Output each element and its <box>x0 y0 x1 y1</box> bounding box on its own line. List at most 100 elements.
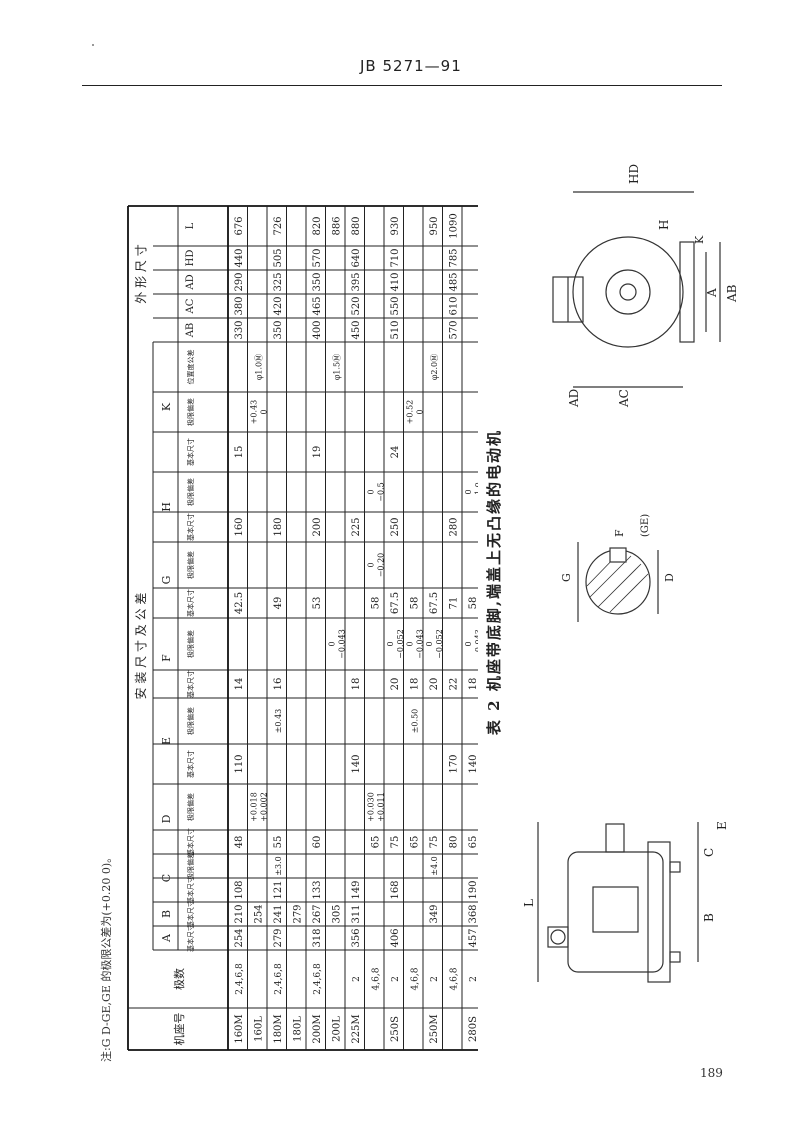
table-cell-E: 110 <box>234 754 245 773</box>
table-cell-C: 133 <box>312 880 323 899</box>
tolerance-H2: 0 <box>464 489 473 494</box>
table-cell-K: 24 <box>390 446 401 459</box>
table-cell-frame: 225M <box>351 1014 362 1043</box>
header-letter-K: K <box>160 402 173 411</box>
table-cell-K: 15 <box>234 446 245 459</box>
table-cell-G: 67.5 <box>390 592 401 614</box>
table-cell-AB: 570 <box>448 320 459 339</box>
table-note-text: 注:G D-GE,GE 的极限公差为(+0.20 0)。 <box>100 851 113 1062</box>
table-cell-AC: 465 <box>312 296 323 315</box>
table-cell-AB: 330 <box>234 320 245 339</box>
standard-number: JB 5271—91 <box>360 57 462 75</box>
table-cell-frame: 200L <box>331 1016 342 1042</box>
table-cell-frame: 250S <box>390 1016 401 1042</box>
dim-GE-label: (GE) <box>640 514 651 537</box>
table-cell-poles: 2,4,6,8 <box>274 963 284 995</box>
tolerance-P1: φ1.0Ⓜ <box>254 354 263 380</box>
table-cell-B: 254 <box>253 904 264 923</box>
table-cell-AB: 450 <box>351 320 362 339</box>
tolerance-F3: 0 <box>405 641 414 646</box>
table-cell-E: 170 <box>448 754 459 773</box>
header-base: 基本尺寸 <box>186 670 195 698</box>
table-cell-poles: 2 <box>430 976 440 982</box>
table-cell-frame: 180L <box>292 1016 303 1042</box>
header-base: 基本尺寸 <box>186 438 195 466</box>
dim-K-label: K <box>693 235 706 244</box>
motor-drawings: L B C E G D F (GE) <box>522 164 739 983</box>
dim-L-label: L <box>522 899 536 907</box>
table-cell-L: 676 <box>234 216 245 235</box>
table-cell-AC: 380 <box>234 296 245 315</box>
table-cell-HD: 570 <box>312 248 323 267</box>
tolerance-F3: −0.043 <box>415 629 424 659</box>
table-cell-poles: 2 <box>469 976 478 982</box>
header-AC: AC <box>185 298 196 314</box>
header-frame: 机座号 <box>172 1013 186 1046</box>
dim-G-label: G <box>560 573 573 582</box>
tolerance-F5: 0 <box>464 641 473 646</box>
table-cell-H: 180 <box>273 517 284 536</box>
table-cell-frame: 280S <box>468 1016 478 1042</box>
table-cell-AD: 350 <box>312 272 323 291</box>
table-cell-A: 318 <box>312 928 323 947</box>
header-letter-C: C <box>160 874 173 882</box>
header-base: 基本尺寸 <box>186 900 195 928</box>
table-cell-D: 65 <box>468 836 478 849</box>
table-cell-AC: 520 <box>351 296 362 315</box>
table-cell-HD: 505 <box>273 248 284 267</box>
table-cell-HD: 710 <box>390 248 401 267</box>
table-cell-AC: 420 <box>273 296 284 315</box>
tolerance-F2: 0 <box>386 641 395 646</box>
table-cell-G: 58 <box>409 597 420 610</box>
table-cell-C: 149 <box>351 880 362 899</box>
table-cell-G: 58 <box>468 597 478 610</box>
table-cell-frame: 250M <box>429 1014 440 1043</box>
table-cell-HD: 640 <box>351 248 362 267</box>
header-overall: 外 形 尺 寸 <box>134 244 148 303</box>
table-cell-A: 406 <box>390 928 401 947</box>
tolerance-K2: 0 <box>415 409 424 414</box>
table-cell-D: 65 <box>370 836 381 849</box>
table-cell-AB: 350 <box>273 320 284 339</box>
table-cell-B: 368 <box>468 904 478 923</box>
tolerance-H1: 0 <box>366 489 375 494</box>
header-rule <box>82 85 722 86</box>
table-cell-F: 14 <box>234 678 245 691</box>
dim-AC-label: AC <box>617 389 631 408</box>
tolerance-D2: +0.030 <box>366 792 375 822</box>
table-cell-poles: 2,4,6,8 <box>235 963 245 995</box>
dim-H-label: H <box>657 220 671 230</box>
header-base: 基本尺寸 <box>186 513 195 541</box>
table-cell-H: 225 <box>351 517 362 536</box>
table-cell-B: 241 <box>273 904 284 923</box>
table-cell-B: 279 <box>292 904 303 923</box>
tolerance-E1: ±0.43 <box>274 709 283 734</box>
shaft-section: G D F (GE) <box>560 514 676 622</box>
header-AD: AD <box>185 274 196 290</box>
table-cell-H: 200 <box>312 517 323 536</box>
table-cell-G: 49 <box>273 597 284 610</box>
tolerance-F1: −0.043 <box>337 629 346 659</box>
table-cell-D: 75 <box>429 836 440 849</box>
dim-B-label: B <box>702 913 716 922</box>
tolerance-K2: +0.52 <box>405 400 414 425</box>
table-cell-AD: 395 <box>351 272 362 291</box>
tolerance-K1: 0 <box>259 409 268 414</box>
table-cell-D: 55 <box>273 836 284 849</box>
end-view: HD AC AD AB A H K <box>552 164 739 408</box>
table-cell-AD: 410 <box>390 272 401 291</box>
header-letter-F: F <box>160 654 173 662</box>
table-cell-L: 820 <box>312 216 323 235</box>
table-cell-D: 48 <box>234 836 245 849</box>
table-cell-F: 16 <box>273 678 284 691</box>
header-limit: 极限偏差 <box>186 398 195 426</box>
table-cell-B: 349 <box>429 904 440 923</box>
table-cell-G: 42.5 <box>234 592 245 614</box>
header-base: 基本尺寸 <box>186 589 195 617</box>
dim-AD-label: AD <box>567 389 581 408</box>
table-cell-K: 19 <box>312 446 323 459</box>
tolerance-F4: −0.052 <box>435 629 444 659</box>
table-cell-A: 254 <box>234 928 245 947</box>
